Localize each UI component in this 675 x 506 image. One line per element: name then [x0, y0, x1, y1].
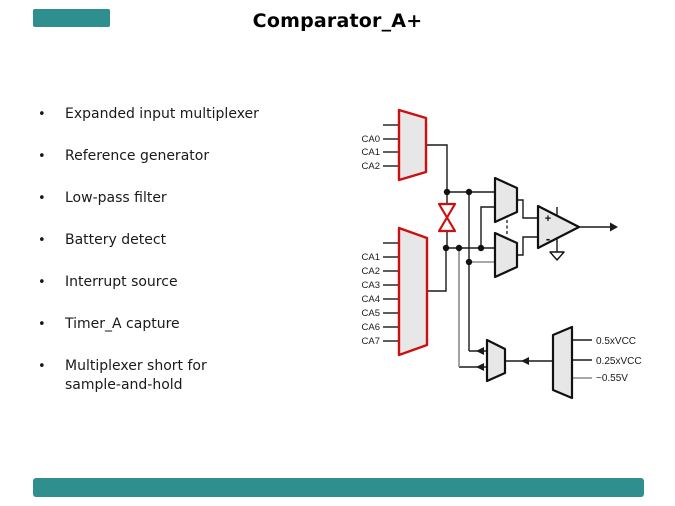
list-item: • Low-pass filter — [33, 189, 348, 208]
bottom-mux-label: CA1 — [362, 252, 380, 263]
bullet-icon: • — [38, 149, 46, 164]
list-item: • Timer_A capture — [33, 315, 348, 334]
bottom-mux-label: CA3 — [362, 280, 380, 291]
comparator-plus-sign: + — [545, 213, 551, 225]
reference-label: 0.25xVCC — [596, 356, 642, 367]
bottom-mux-label: CA2 — [362, 266, 380, 277]
bullet-icon: • — [38, 107, 46, 122]
reference-arrowheads — [476, 347, 529, 371]
plus-path-gate — [493, 176, 519, 224]
top-accent-bar — [33, 9, 110, 27]
top-mux-label: CA0 — [362, 134, 380, 145]
reference-label: ~0.55V — [596, 373, 628, 384]
list-item: • Battery detect — [33, 231, 348, 250]
bottom-accent-bar — [33, 478, 644, 497]
bottom-input-mux — [397, 226, 429, 357]
bottom-mux-label: CA4 — [362, 294, 380, 305]
page-title: Comparator_A+ — [252, 10, 423, 32]
junction-dots — [442, 188, 485, 266]
bullet-icon: • — [38, 191, 46, 206]
bullet-icon: • — [38, 317, 46, 332]
bullet-text: Timer_A capture — [65, 316, 180, 332]
comparator-minus-sign: - — [546, 231, 550, 246]
reference-buffer — [485, 338, 507, 383]
ground-icon — [549, 251, 565, 261]
top-mux-label: CA2 — [362, 161, 380, 172]
bullet-icon: • — [38, 275, 46, 290]
list-item: • Multiplexer short for sample-and-hold — [33, 357, 348, 395]
bullet-icon: • — [38, 233, 46, 248]
reference-wires — [458, 248, 592, 379]
comparator-symbol: + - — [536, 204, 581, 250]
minus-path-gate — [493, 231, 519, 279]
list-item: • Expanded input multiplexer — [33, 105, 348, 124]
bullet-list: • Expanded input multiplexer • Reference g… — [33, 105, 348, 418]
reference-label: 0.5xVCC — [596, 336, 636, 347]
bullet-text: Reference generator — [65, 148, 210, 164]
diagram-labels: CA0 CA1 CA2 CA1 CA2 CA3 CA4 CA5 CA6 CA7 … — [362, 134, 642, 384]
bullet-text: Battery detect — [65, 232, 167, 248]
top-mux-label: CA1 — [362, 147, 380, 158]
bullet-text: Low-pass filter — [65, 190, 167, 206]
bullet-text: Multiplexer short for sample-and-hold — [65, 358, 207, 393]
short-switch-icon — [437, 202, 457, 233]
list-item: • Interrupt source — [33, 273, 348, 292]
bullet-text: Interrupt source — [65, 274, 178, 290]
bottom-mux-label: CA7 — [362, 336, 380, 347]
reference-mux — [551, 325, 574, 400]
output-arrowhead-icon — [610, 222, 618, 232]
bottom-mux-label: CA5 — [362, 308, 380, 319]
top-input-mux — [397, 108, 428, 182]
list-item: • Reference generator — [33, 147, 348, 166]
bullet-icon: • — [38, 359, 46, 374]
signal-wires — [383, 124, 611, 368]
bottom-mux-label: CA6 — [362, 322, 380, 333]
bullet-text: Expanded input multiplexer — [65, 106, 259, 122]
